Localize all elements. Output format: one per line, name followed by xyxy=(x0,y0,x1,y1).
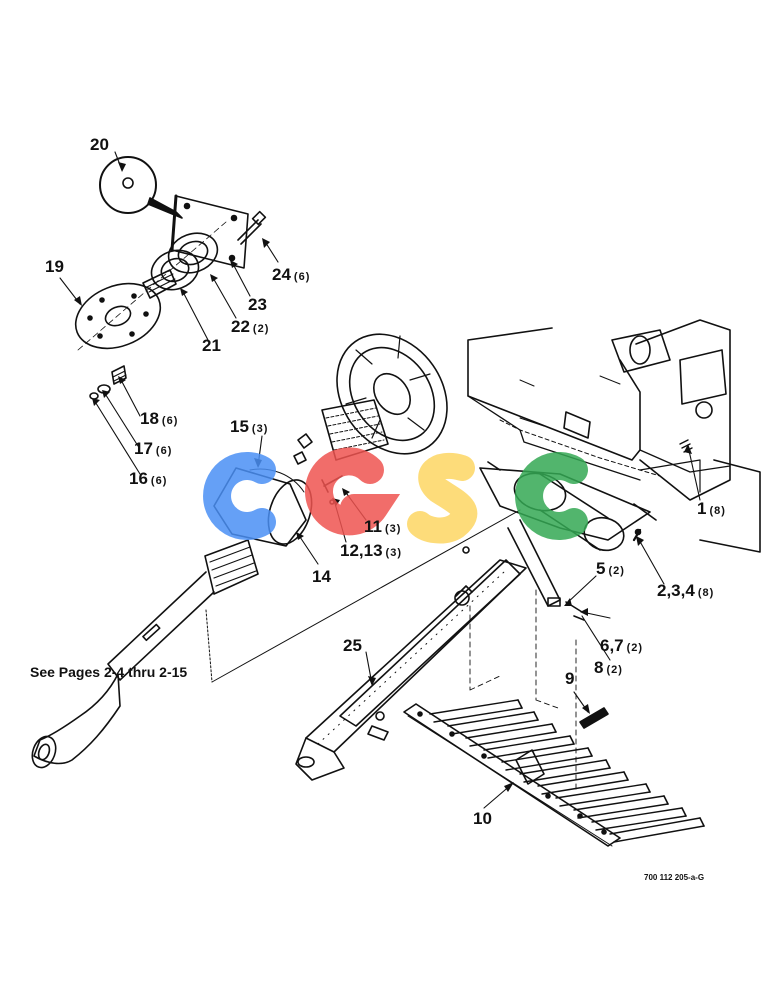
yoke xyxy=(33,673,121,765)
callout-10: 10 xyxy=(473,809,492,828)
callout-12-13: 12,13(3) xyxy=(340,541,402,560)
driveline-shaft xyxy=(31,467,521,769)
stud xyxy=(111,365,127,385)
tine-bar-tube xyxy=(403,703,621,847)
callout-14: 14 xyxy=(312,567,331,586)
hitch-plate-assembly xyxy=(74,156,267,400)
watermark-letter-c2 xyxy=(515,452,588,540)
callout-15: 15(3) xyxy=(230,417,269,436)
tongue-beam xyxy=(305,559,527,753)
callout-20: 20 xyxy=(90,135,109,154)
watermark-letter-c1 xyxy=(203,452,276,540)
callout-11: 11(3) xyxy=(364,517,402,536)
frame-outline xyxy=(467,319,731,501)
callout-1: 1(8) xyxy=(697,499,726,518)
callout-23: 23 xyxy=(248,295,267,314)
drawing-number: 700 112 205-a-G xyxy=(644,873,705,882)
callout-24: 24(6) xyxy=(272,265,311,284)
callout-21: 21 xyxy=(202,336,221,355)
nut xyxy=(89,392,99,400)
callout-8: 8(2) xyxy=(594,658,623,677)
wheel-assembly xyxy=(293,333,448,505)
flange-disk xyxy=(74,282,162,350)
callout-6-7: 6,7(2) xyxy=(600,636,644,655)
watermark-letter-s xyxy=(407,452,478,544)
detail-hole xyxy=(122,177,134,189)
splined-shaft xyxy=(142,269,177,299)
reference-note: See Pages 2-4 thru 2-15 xyxy=(30,664,188,680)
callout-16: 16(6) xyxy=(129,469,168,488)
callout-2-3-4: 2,3,4(8) xyxy=(657,581,715,600)
callout-25: 25 xyxy=(343,636,362,655)
arrowheads xyxy=(74,162,692,792)
shaft-tube xyxy=(107,571,215,681)
hub-drum xyxy=(321,399,389,461)
detail-circle xyxy=(99,156,157,214)
tine-clip xyxy=(579,707,609,729)
watermark-letter-g xyxy=(305,447,401,536)
bellows xyxy=(204,539,259,595)
callout-17: 17(6) xyxy=(134,439,173,458)
callout-18: 18(6) xyxy=(140,409,179,428)
tongue-brace xyxy=(339,559,521,727)
square-plate xyxy=(171,195,249,269)
gasket-ring xyxy=(167,232,219,274)
tongue-frame xyxy=(295,461,657,793)
bolt xyxy=(237,219,262,245)
callout-9: 9 xyxy=(565,669,575,688)
baler-body xyxy=(467,319,761,553)
wheel-tire xyxy=(336,333,448,455)
callout-5: 5(2) xyxy=(596,559,625,578)
callout-22: 22(2) xyxy=(231,317,270,336)
cgsc-watermark xyxy=(203,447,588,544)
tine-bar xyxy=(403,699,705,847)
callout-19: 19 xyxy=(45,257,64,276)
